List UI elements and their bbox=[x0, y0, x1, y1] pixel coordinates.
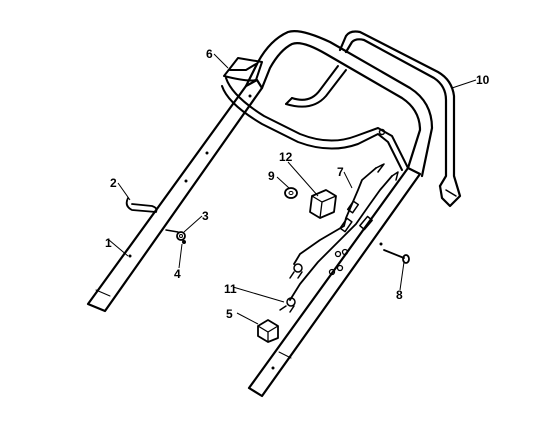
callout-12: 12 bbox=[279, 150, 293, 164]
nut bbox=[284, 187, 298, 199]
callout-1: 1 bbox=[105, 236, 112, 250]
bolt-washer bbox=[165, 229, 186, 241]
callout-2: 2 bbox=[110, 176, 117, 190]
callout-3: 3 bbox=[202, 209, 209, 223]
drive-cable bbox=[279, 171, 399, 313]
handle-bolt bbox=[383, 249, 410, 264]
cable-clip-block bbox=[309, 189, 337, 219]
right-lower-handle bbox=[247, 166, 422, 398]
callouts: 1 2 3 4 5 6 7 8 9 10 11 12 bbox=[105, 47, 490, 321]
cable-clip bbox=[257, 319, 279, 343]
callout-10: 10 bbox=[476, 73, 490, 87]
callout-4: 4 bbox=[174, 267, 181, 281]
upper-handle bbox=[244, 30, 434, 178]
top-handle-bar bbox=[338, 30, 462, 208]
handle-knob bbox=[182, 240, 186, 244]
cable-clips bbox=[328, 248, 349, 276]
callout-6: 6 bbox=[206, 47, 213, 61]
left-lower-handle bbox=[86, 78, 264, 313]
callout-8: 8 bbox=[396, 288, 403, 302]
callout-7: 7 bbox=[337, 165, 344, 179]
control-cable bbox=[289, 163, 385, 279]
pivot-pin bbox=[125, 197, 158, 213]
leader-lines bbox=[108, 53, 477, 325]
callout-11: 11 bbox=[224, 282, 237, 296]
bail-bar bbox=[221, 57, 409, 171]
callout-5: 5 bbox=[226, 307, 233, 321]
callout-9: 9 bbox=[268, 169, 275, 183]
